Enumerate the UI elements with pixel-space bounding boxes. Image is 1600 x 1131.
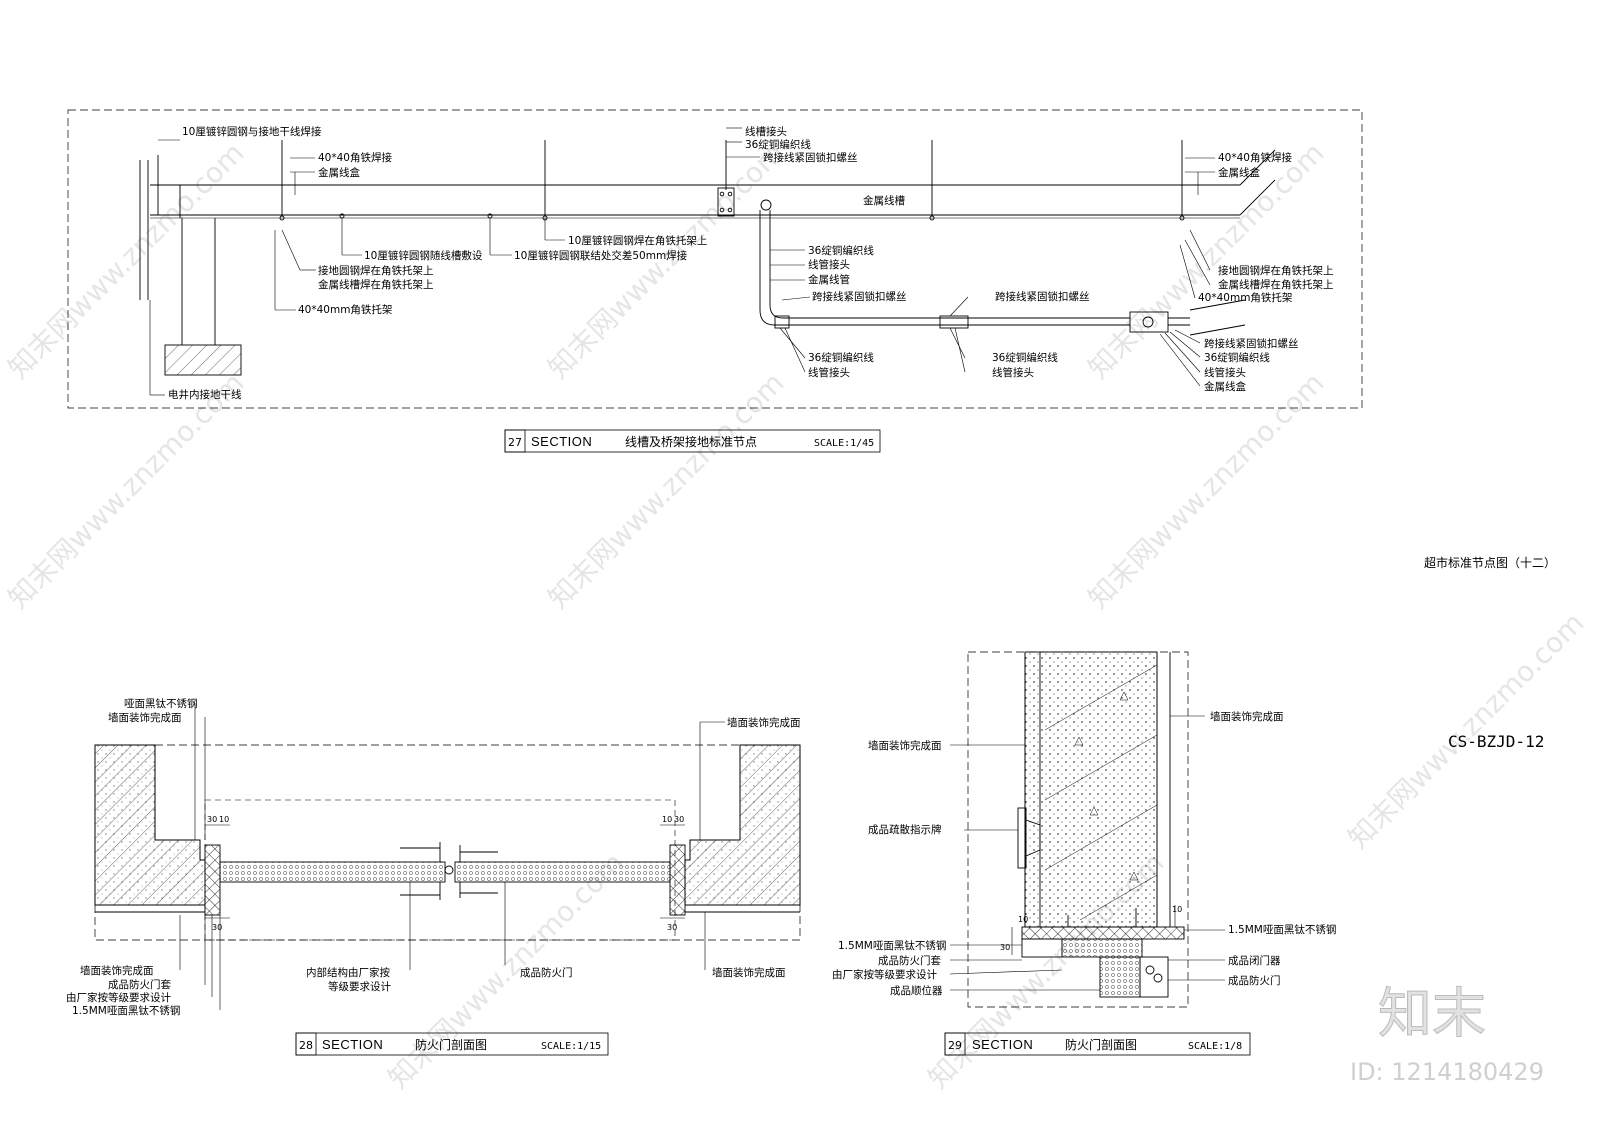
- svg-text:防火门剖面图: 防火门剖面图: [1065, 1037, 1137, 1052]
- svg-text:跨接线紧固锁扣螺丝: 跨接线紧固锁扣螺丝: [763, 151, 858, 164]
- svg-text:30: 30: [207, 815, 217, 824]
- svg-text:成品防火门套: 成品防火门套: [108, 978, 171, 991]
- svg-text:哑面黑钛不锈钢: 哑面黑钛不锈钢: [124, 697, 198, 710]
- svg-text:30: 30: [1000, 943, 1010, 952]
- svg-text:36绽铜编织线: 36绽铜编织线: [992, 351, 1058, 364]
- svg-text:28: 28: [299, 1039, 313, 1052]
- svg-text:等级要求设计: 等级要求设计: [328, 980, 391, 993]
- section-27-drawing: [67, 109, 1363, 409]
- svg-text:10厘镀锌圆钢焊在角铁托架上: 10厘镀锌圆钢焊在角铁托架上: [568, 234, 707, 247]
- svg-text:金属线槽焊在角铁托架上: 金属线槽焊在角铁托架上: [318, 278, 434, 291]
- svg-text:SECTION: SECTION: [972, 1037, 1033, 1052]
- svg-text:由厂家按等级要求设计: 由厂家按等级要求设计: [66, 991, 171, 1004]
- svg-text:10: 10: [1018, 915, 1028, 924]
- svg-text:1.5MM哑面黑钛不锈钢: 1.5MM哑面黑钛不锈钢: [838, 939, 946, 952]
- svg-text:接地圆钢焊在角铁托架上: 接地圆钢焊在角铁托架上: [318, 264, 434, 277]
- svg-text:内部结构由厂家按: 内部结构由厂家按: [306, 966, 390, 979]
- svg-text:30: 30: [674, 815, 684, 824]
- svg-text:线管接头: 线管接头: [808, 366, 850, 379]
- svg-text:电井内接地干线: 电井内接地干线: [168, 388, 242, 401]
- section-29-title-block: 29 SECTION 防火门剖面图 SCALE:1/8: [944, 1032, 1251, 1056]
- svg-text:线管接头: 线管接头: [1204, 366, 1246, 379]
- svg-text:成品防火门: 成品防火门: [520, 966, 573, 979]
- svg-text:成品闭门器: 成品闭门器: [1228, 954, 1281, 967]
- section-29-labels: 墙面装饰完成面 墙面装饰完成面 成品疏散指示牌 1.5MM哑面黑钛不锈钢 成品防…: [832, 710, 1336, 997]
- svg-text:SECTION: SECTION: [531, 434, 592, 449]
- svg-text:40*40mm角铁托架: 40*40mm角铁托架: [298, 303, 393, 316]
- svg-text:由厂家按等级要求设计: 由厂家按等级要求设计: [832, 968, 937, 981]
- svg-text:SCALE:1/45: SCALE:1/45: [814, 438, 874, 449]
- svg-text:知末网www.znzmo.com: 知末网www.znzmo.com: [1342, 606, 1591, 855]
- svg-text:线槽接头: 线槽接头: [745, 125, 787, 138]
- svg-text:成品顺位器: 成品顺位器: [890, 984, 943, 997]
- svg-text:跨接线紧固锁扣螺丝: 跨接线紧固锁扣螺丝: [995, 290, 1090, 303]
- svg-text:金属线槽: 金属线槽: [863, 194, 905, 207]
- svg-text:墙面装饰完成面: 墙面装饰完成面: [712, 966, 786, 979]
- svg-text:金属线管: 金属线管: [808, 273, 850, 286]
- svg-text:40*40角铁焊接: 40*40角铁焊接: [1218, 151, 1292, 164]
- svg-text:30: 30: [212, 923, 222, 932]
- svg-text:SECTION: SECTION: [322, 1037, 383, 1052]
- svg-text:线槽及桥架接地标准节点: 线槽及桥架接地标准节点: [625, 434, 757, 449]
- svg-text:SCALE:1/8: SCALE:1/8: [1188, 1041, 1242, 1052]
- section-28-labels: 哑面黑钛不锈钢 墙面装饰完成面 墙面装饰完成面 墙面装饰完成面 成品防火门套 由…: [66, 697, 801, 1017]
- svg-text:成品防火门套: 成品防火门套: [878, 954, 941, 967]
- svg-text:36绽铜编织线: 36绽铜编织线: [1204, 351, 1270, 364]
- svg-text:知末网www.znzmo.com: 知末网www.znzmo.com: [1082, 366, 1331, 615]
- svg-text:10厘镀锌圆钢与接地干线焊接: 10厘镀锌圆钢与接地干线焊接: [182, 125, 322, 138]
- svg-text:成品防火门: 成品防火门: [1228, 974, 1281, 987]
- svg-text:10: 10: [1172, 905, 1182, 914]
- svg-text:10: 10: [662, 815, 672, 824]
- svg-text:金属线槽焊在角铁托架上: 金属线槽焊在角铁托架上: [1218, 278, 1334, 291]
- svg-text:知末网www.znzmo.com: 知末网www.znzmo.com: [542, 366, 791, 615]
- svg-text:金属线盒: 金属线盒: [318, 166, 360, 179]
- sheet-title: 超市标准节点图（十二）: [1424, 555, 1556, 570]
- svg-text:10厘镀锌圆钢联结处交差50mm焊接: 10厘镀锌圆钢联结处交差50mm焊接: [514, 249, 688, 262]
- svg-text:36绽铜编织线: 36绽铜编织线: [745, 138, 811, 151]
- svg-text:40*40mm角铁托架: 40*40mm角铁托架: [1198, 291, 1293, 304]
- svg-text:SCALE:1/15: SCALE:1/15: [541, 1041, 601, 1052]
- svg-text:1.5MM哑面黑钛不锈钢: 1.5MM哑面黑钛不锈钢: [72, 1004, 180, 1017]
- svg-text:跨接线紧固锁扣螺丝: 跨接线紧固锁扣螺丝: [1204, 337, 1299, 350]
- svg-text:40*40角铁焊接: 40*40角铁焊接: [318, 151, 392, 164]
- svg-text:墙面装饰完成面: 墙面装饰完成面: [727, 716, 801, 729]
- svg-text:金属线盒: 金属线盒: [1218, 166, 1260, 179]
- svg-text:30: 30: [667, 923, 677, 932]
- section-27-title-block: 27 SECTION 线槽及桥架接地标准节点 SCALE:1/45: [504, 429, 881, 453]
- svg-text:墙面装饰完成面: 墙面装饰完成面: [868, 739, 942, 752]
- svg-text:跨接线紧固锁扣螺丝: 跨接线紧固锁扣螺丝: [812, 290, 907, 303]
- svg-text:36绽铜编织线: 36绽铜编织线: [808, 351, 874, 364]
- logo: 知末: [1378, 982, 1486, 1045]
- svg-text:1.5MM哑面黑钛不锈钢: 1.5MM哑面黑钛不锈钢: [1228, 923, 1336, 936]
- svg-text:墙面装饰完成面: 墙面装饰完成面: [80, 964, 154, 977]
- svg-text:墙面装饰完成面: 墙面装饰完成面: [108, 711, 182, 724]
- svg-text:防火门剖面图: 防火门剖面图: [415, 1037, 487, 1052]
- svg-text:10厘镀锌圆钢随线槽敷设: 10厘镀锌圆钢随线槽敷设: [364, 249, 483, 262]
- drawing-number: CS-BZJD-12: [1448, 732, 1544, 751]
- section-28-drawing: [94, 703, 801, 1010]
- svg-text:知末网www.znzmo.com: 知末网www.znzmo.com: [382, 846, 631, 1095]
- svg-text:接地圆钢焊在角铁托架上: 接地圆钢焊在角铁托架上: [1218, 264, 1334, 277]
- id-text: ID: 1214180429: [1350, 1058, 1544, 1086]
- svg-text:27: 27: [508, 436, 522, 449]
- section-28-title-block: 28 SECTION 防火门剖面图 SCALE:1/15: [295, 1032, 609, 1056]
- svg-text:墙面装饰完成面: 墙面装饰完成面: [1210, 710, 1284, 723]
- svg-text:10: 10: [219, 815, 229, 824]
- section-27-labels: 10厘镀锌圆钢与接地干线焊接 40*40角铁焊接 金属线盒 线槽接头 36绽铜编…: [168, 125, 1334, 401]
- svg-text:知末网www.znzmo.com: 知末网www.znzmo.com: [2, 366, 251, 615]
- svg-text:29: 29: [948, 1039, 962, 1052]
- section-29-drawing: [949, 651, 1225, 1008]
- svg-text:金属线盒: 金属线盒: [1204, 380, 1246, 393]
- svg-text:线管接头: 线管接头: [992, 366, 1034, 379]
- svg-text:36绽铜编织线: 36绽铜编织线: [808, 244, 874, 257]
- svg-text:成品疏散指示牌: 成品疏散指示牌: [868, 823, 942, 836]
- svg-text:线管接头: 线管接头: [808, 258, 850, 271]
